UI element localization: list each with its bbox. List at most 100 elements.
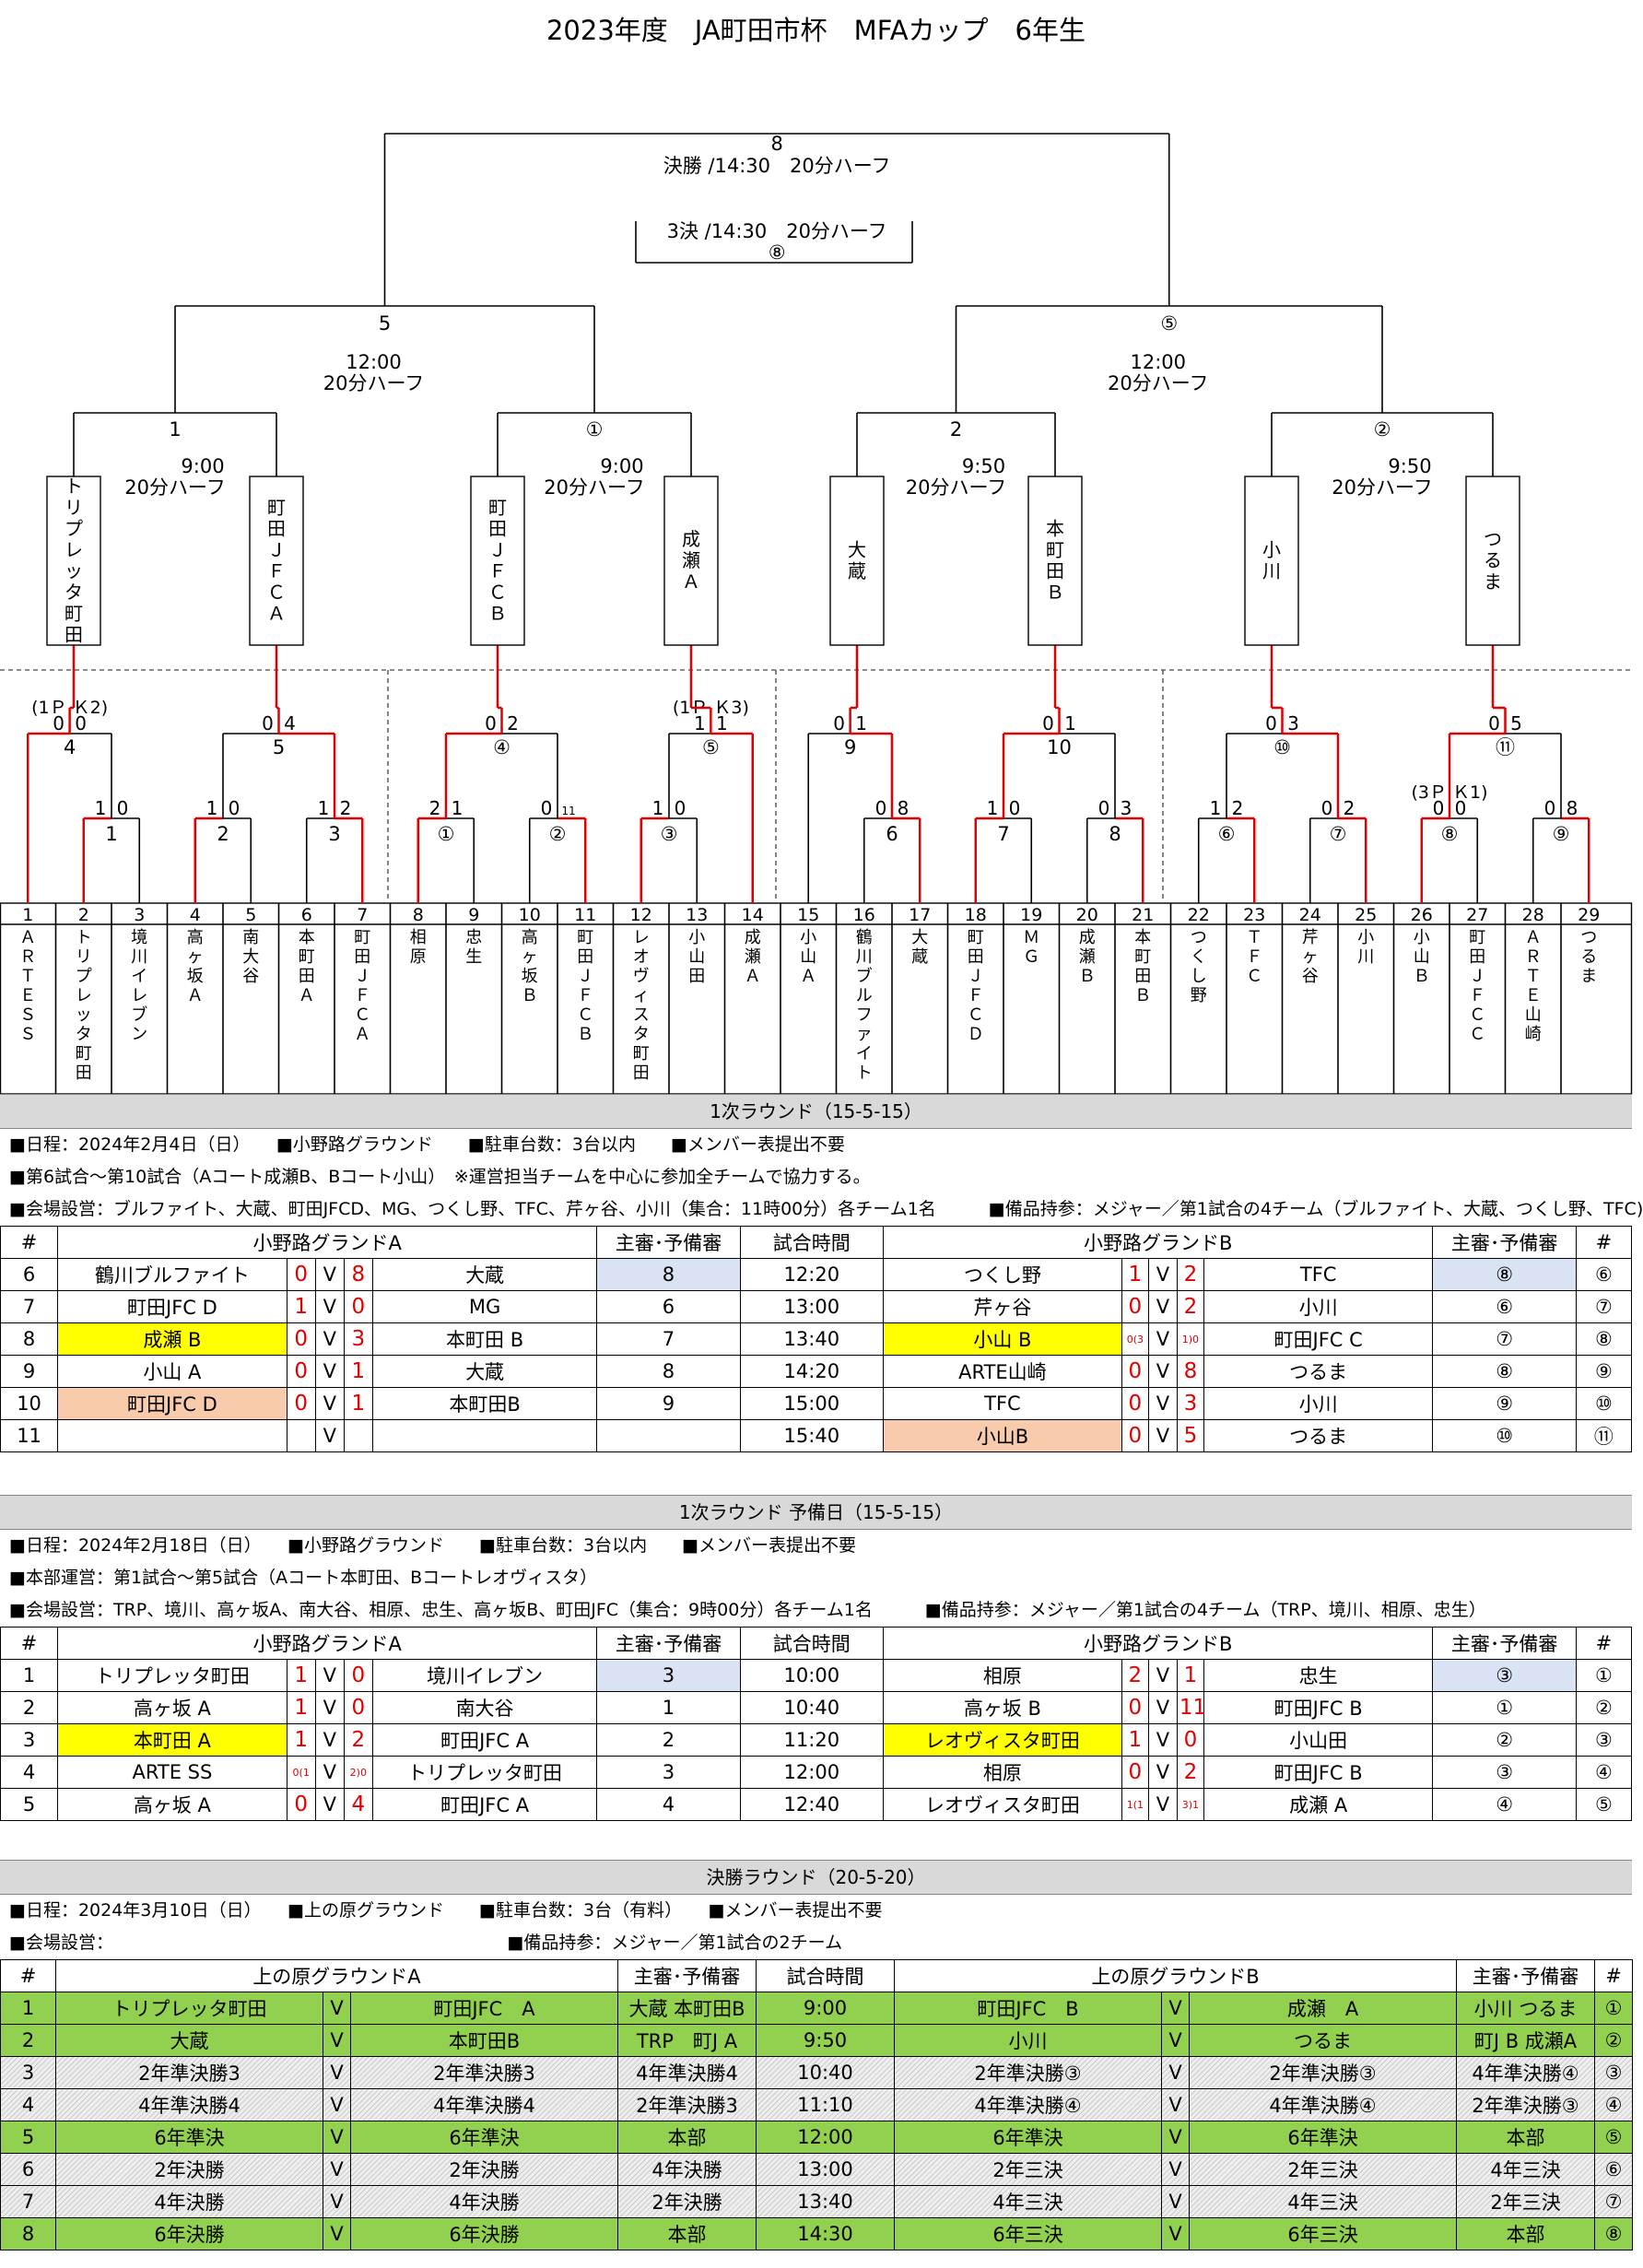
round1-match-num: 10 xyxy=(0,1387,59,1420)
qf-team-6: 本町田Ｂ xyxy=(1046,518,1064,604)
finals-match-num: 2 xyxy=(0,2024,56,2057)
round1-match-num: 7 xyxy=(0,1290,59,1323)
r2-match-num-7: ⑩ xyxy=(1273,736,1291,758)
slot-number-19: 19 xyxy=(1020,905,1042,925)
round1b-court-b-home-score: 0 xyxy=(1121,1756,1149,1789)
slot-team-16: 鶴川ブルファイト xyxy=(856,928,873,1083)
round1-court-b-away-score: 5 xyxy=(1176,1419,1204,1452)
round1-match-num-b: ⑧ xyxy=(1575,1322,1633,1356)
slot-team-27: 町田ＪＦＣＣ xyxy=(1469,928,1485,1044)
finals-info-2: ■会場設営： ■備品持参：メジャー／第1試合の2チーム xyxy=(9,1933,843,1953)
slot-number-22: 22 xyxy=(1188,905,1210,925)
finals-kickoff-time: 9:50 xyxy=(756,2024,896,2057)
round1-court-a-referee xyxy=(596,1419,741,1452)
slot-team-8: 相原 xyxy=(410,928,427,967)
slot-number-20: 20 xyxy=(1076,905,1098,925)
slot-team-28: ＡＲＴＥ山崎 xyxy=(1525,928,1542,1044)
slot-number-13: 13 xyxy=(686,905,708,925)
finals-court-b-referee: 町J B 成瀬A xyxy=(1456,2024,1596,2057)
finals-court-a-away: 本町田B xyxy=(349,2024,619,2057)
r1-score-right-8: 0 xyxy=(1009,797,1021,819)
finals-court-a-vs: V xyxy=(323,2056,351,2089)
round1b-court-b-away-score: 11 xyxy=(1176,1691,1206,1724)
r1-match-num-7: 6 xyxy=(886,823,898,845)
finals-match-num-b: ① xyxy=(1594,1992,1634,2025)
finals-court-b-referee: 2年三決 xyxy=(1456,2185,1596,2218)
round1-court-b-referee: ⑦ xyxy=(1432,1322,1577,1356)
round1-court-b-vs: V xyxy=(1147,1290,1178,1323)
round1b-court-b-vs: V xyxy=(1147,1691,1178,1724)
finals-court-a-home: 4年決勝 xyxy=(55,2185,323,2218)
finals-match-num-b: ⑤ xyxy=(1594,2121,1634,2154)
sf-match-num-2: ⑤ xyxy=(1160,312,1178,335)
round1b-header-num-b: # xyxy=(1575,1627,1633,1660)
round1b-match-num: 1 xyxy=(0,1659,59,1692)
finals-court-a-away: 6年準決 xyxy=(349,2121,619,2154)
round1-court-a-away-score: 1 xyxy=(343,1387,373,1420)
finals-court-b-vs: V xyxy=(1161,2185,1191,2218)
finals-court-b-away: 4年三決 xyxy=(1189,2185,1458,2218)
round1b-court-b-away: 町田JFC B xyxy=(1203,1756,1434,1789)
finals-court-b-away: 成瀬 A xyxy=(1189,1992,1458,2025)
round1-court-a-away: 本町田B xyxy=(371,1387,598,1420)
round1-court-a-vs: V xyxy=(314,1258,345,1291)
finals-header-ref-b: 主審･予備審 xyxy=(1456,1959,1596,1992)
slot-number-8: 8 xyxy=(413,905,424,925)
round1-court-b-away: つるま xyxy=(1203,1419,1434,1452)
round1b-court-b-home: 高ヶ坂 B xyxy=(882,1691,1122,1724)
finals-court-a-vs: V xyxy=(323,2121,351,2154)
finals-court-a-home: 6年準決 xyxy=(55,2121,323,2154)
slot-number-7: 7 xyxy=(357,905,368,925)
round1-match-num: 8 xyxy=(0,1322,59,1356)
r2-score-right-2: 4 xyxy=(284,712,296,734)
finals-match-num-b: ⑦ xyxy=(1594,2185,1634,2218)
round1b-court-b-referee: ④ xyxy=(1432,1788,1577,1821)
round1b-kickoff-time: 12:40 xyxy=(739,1788,884,1821)
r1-score-right-1: 0 xyxy=(117,797,129,819)
round1-header-ref-a: 主審･予備審 xyxy=(596,1226,741,1259)
finals-court-b-home: 6年三決 xyxy=(894,2217,1163,2250)
finals-court-b-away: 6年三決 xyxy=(1189,2217,1458,2250)
round1b-court-b-vs: V xyxy=(1147,1659,1178,1692)
qf-team-box-6 xyxy=(1027,476,1083,646)
slot-team-2: トリプレッタ町田 xyxy=(76,928,92,1083)
finals-court-b-vs: V xyxy=(1161,2024,1191,2057)
round1b-court-a-home: 高ヶ坂 A xyxy=(57,1691,288,1724)
round1b-kickoff-time: 10:40 xyxy=(739,1691,884,1724)
finals-court-a-vs: V xyxy=(323,2153,351,2186)
round1-court-b-vs: V xyxy=(1147,1387,1178,1420)
qf-time-3: 9:50 xyxy=(962,455,1005,477)
r1-score-left-10: 1 xyxy=(1210,797,1222,819)
slot-team-21: 本町田Ｂ xyxy=(1134,928,1151,1005)
third-match-label: 3決 /14:30 20分ハーフ xyxy=(667,220,887,242)
round1-court-b-home-score: 0 xyxy=(1121,1290,1149,1323)
r1-score-left-7: 0 xyxy=(875,797,887,819)
round1-court-a-away xyxy=(371,1419,598,1452)
round1-court-b-home: 小山B xyxy=(882,1419,1122,1452)
finals-match-num: 1 xyxy=(0,1992,56,2025)
slot-number-17: 17 xyxy=(909,905,931,925)
slot-team-4: 高ヶ坂Ａ xyxy=(187,928,204,1005)
qf-match-num-1: 1 xyxy=(169,418,181,441)
finals-match-num-b: ④ xyxy=(1594,2088,1634,2121)
slot-number-25: 25 xyxy=(1355,905,1377,925)
round1-court-a-home-score: 0 xyxy=(286,1355,316,1388)
r2-match-num-4: ⑤ xyxy=(702,736,720,758)
r1-score-left-8: 1 xyxy=(987,797,999,819)
finals-court-a-away: 2年決勝 xyxy=(349,2153,619,2186)
qf-team-box-8 xyxy=(1465,476,1520,646)
r2-score-left-2: 0 xyxy=(262,712,274,734)
slot-number-26: 26 xyxy=(1411,905,1433,925)
finals-court-a-referee: 本部 xyxy=(617,2217,757,2250)
r2-match-num-6: 10 xyxy=(1047,736,1072,758)
round1b-court-b-home: 相原 xyxy=(882,1756,1122,1789)
round1-info-1: ■日程：2024年2月4日（日） ■小野路グラウンド ■駐車台数：3台以内 ■メ… xyxy=(9,1134,845,1155)
finals-kickoff-time: 12:00 xyxy=(756,2121,896,2154)
r1-score-left-5: 0 xyxy=(541,797,553,819)
r2-match-num-2: 5 xyxy=(273,736,285,758)
finals-court-a-referee: 大蔵 本町田B xyxy=(617,1992,757,2025)
r2-match-num-3: ④ xyxy=(493,736,511,758)
